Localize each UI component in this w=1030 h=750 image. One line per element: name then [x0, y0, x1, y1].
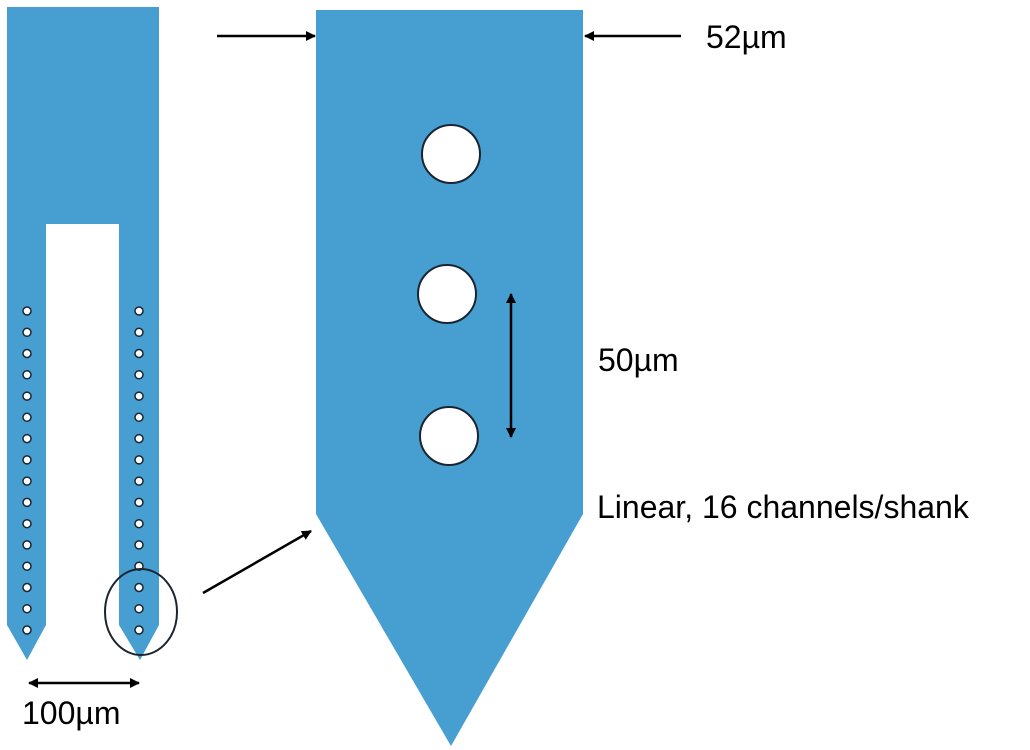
right-shank-site: [134, 348, 144, 359]
zoom-shank-body: [316, 10, 583, 746]
recording-site-3: [419, 406, 479, 466]
right-shank-site: [134, 370, 144, 380]
zoom-pointer-arrow: [202, 529, 312, 595]
left-shank-site: [22, 455, 32, 465]
right-shank-site: [134, 327, 144, 338]
left-shank-site: [22, 370, 32, 380]
layout-description-label: Linear, 16 channels/shank: [597, 489, 970, 525]
left-shank-site: [22, 497, 32, 508]
right-shank-site: [134, 455, 144, 465]
left-shank-sites: [22, 306, 32, 635]
right-shank-site: [134, 476, 144, 486]
right-shank-site: [134, 497, 144, 508]
shank-width-label: 52µm: [706, 19, 787, 55]
shank-spacing-label: 100µm: [22, 695, 120, 731]
right-shank-site: [134, 433, 144, 444]
right-shank-site: [134, 603, 144, 614]
zoom-highlight-circle: [104, 568, 178, 656]
recording-site-1: [421, 124, 481, 184]
right-shank-sites: [134, 306, 144, 635]
left-shank-site: [22, 540, 32, 550]
left-shank-site: [22, 603, 32, 614]
right-shank-site: [134, 412, 144, 423]
site-spacing-label: 50µm: [598, 342, 679, 378]
probe-body: [7, 7, 159, 660]
left-shank-site: [22, 327, 32, 338]
left-shank-site: [22, 348, 32, 359]
left-shank-site: [22, 433, 32, 444]
recording-site-2: [417, 264, 477, 324]
right-shank-site: [134, 540, 144, 550]
left-shank-site: [22, 561, 32, 571]
left-shank-site: [22, 412, 32, 423]
right-shank-site: [134, 306, 144, 316]
right-shank-site: [134, 625, 144, 635]
left-shank-site: [22, 476, 32, 486]
left-shank-site: [22, 518, 32, 529]
right-shank-site: [134, 391, 144, 401]
right-shank-site: [134, 518, 144, 529]
right-shank-site: [134, 582, 144, 593]
left-shank-site: [22, 625, 32, 635]
left-shank-site: [22, 582, 32, 593]
left-shank-site: [22, 391, 32, 401]
probe-zoom-view: [316, 10, 583, 746]
left-shank-site: [22, 306, 32, 316]
probe-overview: [7, 7, 159, 660]
